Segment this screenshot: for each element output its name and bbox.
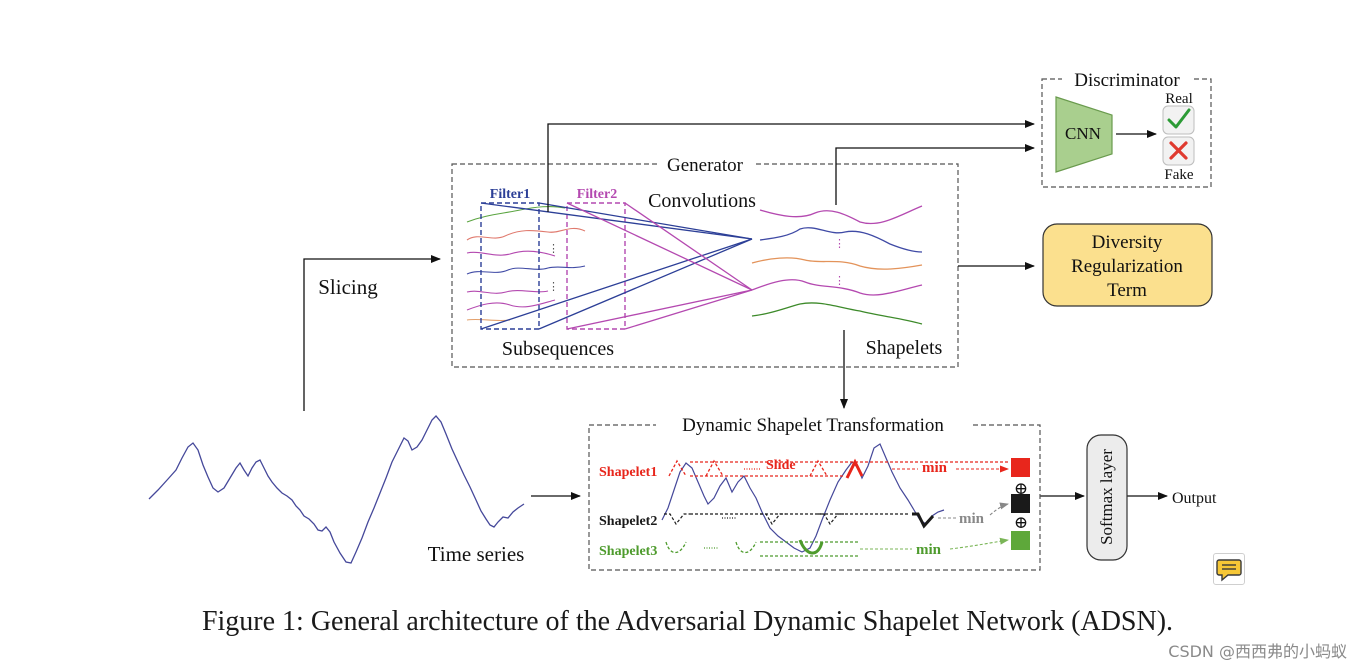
ellipsis: ⋮ — [548, 281, 559, 293]
shapelet2-label: Shapelet2 — [599, 514, 657, 529]
softmax-label: Softmax layer — [1097, 449, 1116, 545]
ellipsis: ⋮ — [548, 243, 559, 255]
cross-icon — [1162, 136, 1195, 166]
cnn-label: CNN — [1065, 124, 1101, 143]
subsequence-curves — [466, 205, 586, 322]
filter1-box — [480, 202, 540, 330]
shapelet1-output-square — [1011, 458, 1030, 477]
slicing-label: Slicing — [318, 275, 378, 299]
time-series-label: Time series — [428, 542, 525, 566]
shapelet2-output-square — [1011, 494, 1030, 513]
check-icon — [1162, 105, 1195, 135]
oplus1: ⊕ — [1014, 479, 1028, 498]
real-label: Real — [1165, 91, 1193, 107]
shapelet2-templates — [664, 513, 910, 526]
diversity-line2: Regularization — [1071, 256, 1183, 277]
min2-label: min — [959, 511, 985, 527]
discriminator-block: Discriminator CNN Real Fake — [1041, 68, 1212, 188]
filter2-box — [566, 202, 626, 330]
shapelet1-templates — [668, 459, 1008, 477]
dynamic-shapelet-transformation-block: Dynamic Shapelet Transformation Shapelet… — [588, 413, 1041, 571]
shapelet3-output-square — [1011, 531, 1030, 550]
min1-label: min — [922, 460, 948, 476]
shapelet2-match — [912, 512, 935, 529]
diversity-line1: Diversity — [1092, 232, 1163, 253]
fake-label: Fake — [1164, 167, 1194, 183]
generator-title: Generator — [667, 155, 744, 176]
ellipsis: ⋮ — [834, 238, 845, 250]
shapelet1-label: Shapelet1 — [599, 465, 657, 480]
shapelet1-match — [845, 458, 864, 479]
diversity-regularization-box: Diversity Regularization Term — [1042, 223, 1213, 307]
generator-block: Generator ⋮ ⋮ Filter1 Filter2 Convolutio… — [451, 152, 959, 368]
output-label: Output — [1172, 490, 1217, 507]
ellipsis: ⋮ — [834, 275, 845, 287]
shapelets-label: Shapelets — [866, 337, 943, 359]
watermark: CSDN @西西弗的小蚂蚁 — [1168, 642, 1347, 661]
connection-arrows — [303, 120, 1168, 500]
cnn-trapezoid — [1055, 96, 1113, 173]
filter1-label: Filter1 — [490, 187, 530, 202]
chat-icon[interactable] — [1213, 553, 1245, 585]
shapelet-curves — [751, 205, 923, 325]
shapelet3-match — [798, 539, 824, 555]
shapelet3-templates — [665, 541, 860, 557]
convolutions-label: Convolutions — [648, 190, 756, 212]
subsequences-label: Subsequences — [502, 338, 614, 360]
dst-title: Dynamic Shapelet Transformation — [682, 415, 944, 436]
shapelet3-label: Shapelet3 — [599, 544, 657, 559]
oplus2: ⊕ — [1014, 513, 1028, 532]
slide-label: Slide — [766, 458, 796, 473]
convolution-lines — [480, 202, 753, 330]
time-series-plot — [148, 415, 525, 564]
min3-label: min — [916, 542, 942, 558]
figure-caption: Figure 1: General architecture of the Ad… — [201, 606, 1174, 637]
filter2-label: Filter2 — [577, 187, 617, 202]
softmax-layer-box: Softmax layer — [1086, 434, 1128, 561]
diversity-line3: Term — [1107, 280, 1147, 301]
discriminator-title: Discriminator — [1074, 70, 1180, 91]
chat-bubble-glyph — [1216, 559, 1242, 582]
